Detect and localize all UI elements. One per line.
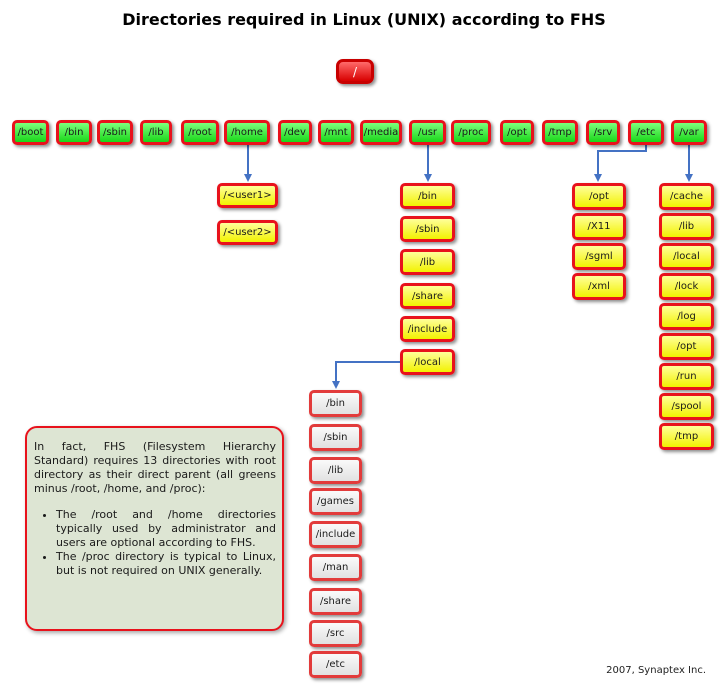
dir-tmp[interactable]: /tmp: [542, 120, 578, 145]
dir-usr-include[interactable]: /include: [400, 316, 455, 342]
dir-boot[interactable]: /boot: [12, 120, 49, 145]
dir-usr-local-games[interactable]: /games: [309, 488, 362, 515]
dir-usr-share[interactable]: /share: [400, 283, 455, 309]
dir-var[interactable]: /var: [671, 120, 707, 145]
dir-var-cache[interactable]: /cache: [659, 183, 714, 210]
dir-sbin[interactable]: /sbin: [97, 120, 133, 145]
dir-usr[interactable]: /usr: [409, 120, 446, 145]
dir-var-run[interactable]: /run: [659, 363, 714, 390]
connector-etc: [594, 145, 647, 182]
dir-dev[interactable]: /dev: [278, 120, 312, 145]
dir-etc[interactable]: /etc: [628, 120, 664, 145]
dir-var-opt[interactable]: /opt: [659, 333, 714, 360]
dir-var-tmp[interactable]: /tmp: [659, 423, 714, 450]
dir-home[interactable]: /home: [224, 120, 270, 145]
dir-etc-opt[interactable]: /opt: [572, 183, 626, 210]
page-title: Directories required in Linux (UNIX) acc…: [122, 10, 606, 29]
dir-mnt[interactable]: /mnt: [318, 120, 354, 145]
dir-proc[interactable]: /proc: [451, 120, 491, 145]
dir-usr-local-etc[interactable]: /etc: [309, 651, 362, 678]
dir-usr-local-lib[interactable]: /lib: [309, 457, 362, 484]
credit-text: 2007, Synaptex Inc.: [606, 665, 706, 676]
dir-usr-local[interactable]: /local: [400, 349, 455, 375]
dir-usr-bin[interactable]: /bin: [400, 183, 455, 209]
dir-var-log[interactable]: /log: [659, 303, 714, 330]
fhs-note-box: In fact, FHS (Filesystem Hierarchy Stand…: [25, 426, 284, 631]
dir-home-user1[interactable]: /<user1>: [217, 183, 278, 208]
note-bullet-proc: The /proc directory is typical to Linux,…: [56, 550, 276, 578]
note-paragraph: In fact, FHS (Filesystem Hierarchy Stand…: [34, 440, 276, 495]
dir-etc-x11[interactable]: /X11: [572, 213, 626, 240]
dir-opt[interactable]: /opt: [500, 120, 534, 145]
dir-lib[interactable]: /lib: [140, 120, 172, 145]
connector-usr-local: [332, 361, 404, 389]
dir-etc-xml[interactable]: /xml: [572, 273, 626, 300]
dir-var-spool[interactable]: /spool: [659, 393, 714, 420]
dir-usr-lib[interactable]: /lib: [400, 249, 455, 275]
dir-var-lib[interactable]: /lib: [659, 213, 714, 240]
dir-usr-local-bin[interactable]: /bin: [309, 390, 362, 417]
dir-home-user2[interactable]: /<user2>: [217, 220, 278, 245]
dir-usr-local-src[interactable]: /src: [309, 620, 362, 647]
dir-usr-local-sbin[interactable]: /sbin: [309, 424, 362, 451]
dir-root[interactable]: /: [336, 59, 374, 84]
dir-media[interactable]: /media: [360, 120, 402, 145]
note-bullet-root-home: The /root and /home directories typicall…: [56, 508, 276, 550]
dir-bin[interactable]: /bin: [56, 120, 92, 145]
dir-usr-local-include[interactable]: /include: [309, 521, 362, 548]
dir-srv[interactable]: /srv: [586, 120, 620, 145]
dir-usr-local-share[interactable]: /share: [309, 588, 362, 615]
dir-var-local[interactable]: /local: [659, 243, 714, 270]
dir-usr-sbin[interactable]: /sbin: [400, 216, 455, 242]
dir-var-lock[interactable]: /lock: [659, 273, 714, 300]
dir-root-home[interactable]: /root: [181, 120, 219, 145]
note-bullet-list: The /root and /home directories typicall…: [34, 508, 276, 578]
dir-etc-sgml[interactable]: /sgml: [572, 243, 626, 270]
dir-usr-local-man[interactable]: /man: [309, 554, 362, 581]
